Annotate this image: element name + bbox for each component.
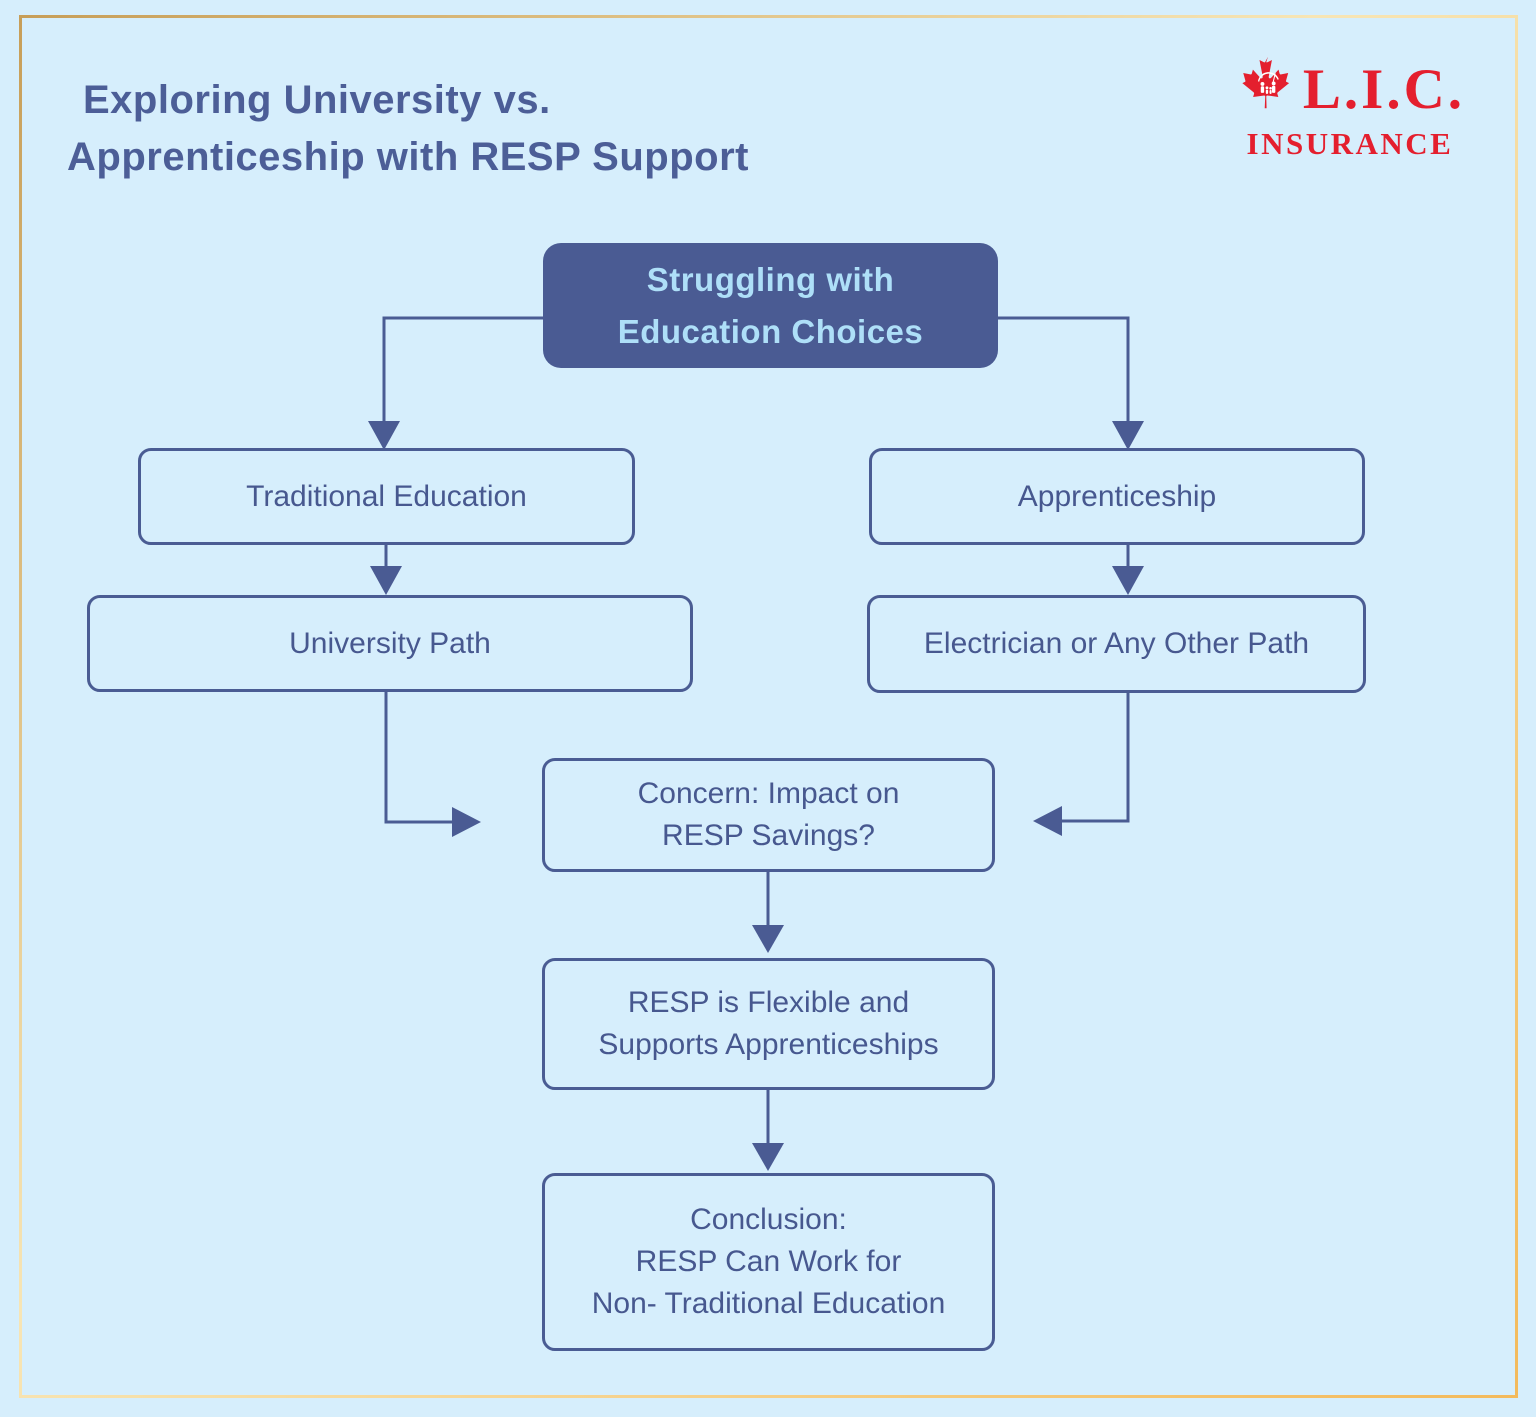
flowchart-node-concern: Concern: Impact on RESP Savings? [542,758,995,872]
node-flexible-label: RESP is Flexible and Supports Apprentice… [598,986,939,1061]
node-university-label: University Path [289,626,491,660]
connector-concern-to-flexible [752,872,784,953]
connector-flexible-to-conclusion [752,1090,784,1171]
connector-root-to-apprenticeship [996,316,1144,450]
page-title-line2: Apprenticeship with RESP Support [67,135,749,179]
page-title-line1: Exploring University vs. [83,78,551,122]
flowchart-node-electrician-path: Electrician or Any Other Path [867,595,1366,693]
logo-top-row: L.I.C. [1235,54,1465,125]
flowchart-node-university-path: University Path [87,595,693,692]
family-under-umbrella-silhouette [1257,72,1279,94]
flowchart-node-conclusion: Conclusion: RESP Can Work for Non- Tradi… [542,1173,995,1351]
flowchart-node-traditional-education: Traditional Education [138,448,635,545]
maple-leaf-family-icon [1235,54,1301,125]
node-traditional-label: Traditional Education [246,479,527,513]
node-concern-label: Concern: Impact on RESP Savings? [637,777,900,852]
connector-apprenticeship-to-electrician [1112,545,1144,595]
node-electrician-label: Electrician or Any Other Path [923,627,1310,660]
lic-insurance-logo: L.I.C. INSURANCE [1235,54,1465,159]
node-conclusion-label: Conclusion: RESP Can Work for Non- Tradi… [591,1203,946,1320]
connector-traditional-to-university [370,545,402,595]
logo-acronym: L.I.C. [1302,58,1465,121]
flowchart-node-resp-flexible: RESP is Flexible and Supports Apprentice… [542,958,995,1090]
page-title: Exploring University vs. Apprenticeship … [67,72,749,186]
flowchart-node-apprenticeship: Apprenticeship [869,448,1365,545]
connector-university-to-concern [384,692,481,837]
connector-root-to-traditional [368,316,545,450]
connector-electrician-to-concern [1033,693,1130,836]
node-apprenticeship-label: Apprenticeship [1017,479,1217,513]
logo-word: INSURANCE [1246,126,1454,161]
flowchart-node-root: Struggling with Education Choices [543,243,998,368]
node-root-label: Struggling with Education Choices [617,261,924,350]
